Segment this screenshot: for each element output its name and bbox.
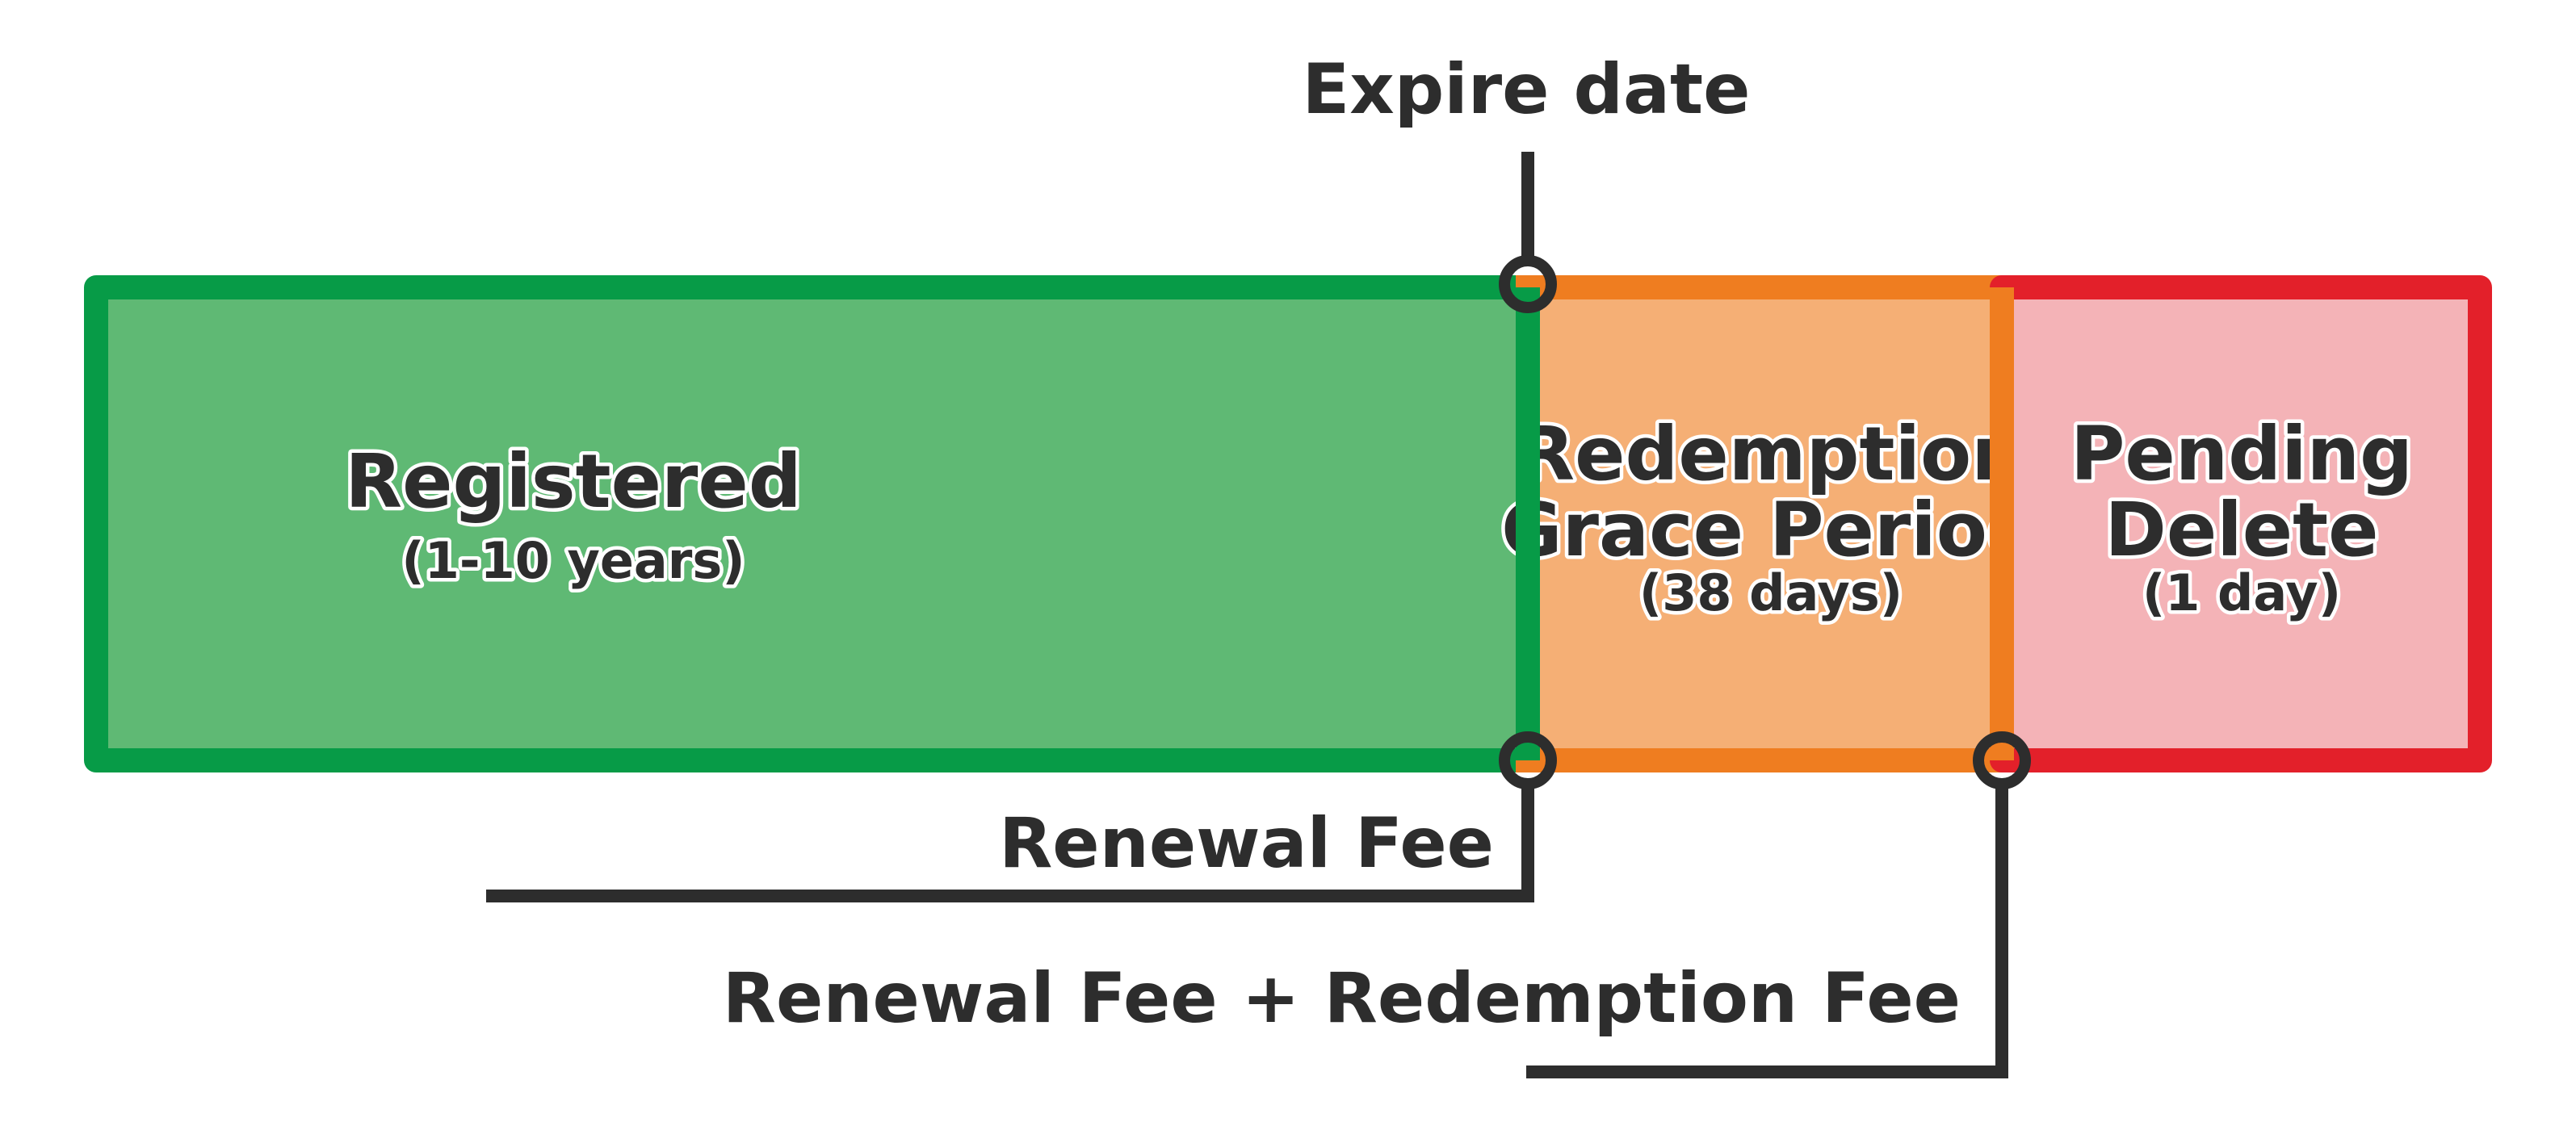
phase-registered-title: Registered xyxy=(345,438,801,525)
expire-date-marker: Expire date xyxy=(1303,49,1751,313)
renewal-plus-redemption-fee-connector xyxy=(1526,785,2008,1078)
renewal-fee-label: Renewal Fee xyxy=(999,803,1494,884)
phase-pending-title-line1: Pending xyxy=(2070,411,2413,497)
phase-pending-title-line2: Delete xyxy=(2104,487,2378,573)
phase-registered: Registered (1-10 years) xyxy=(84,275,1540,772)
renewal-plus-redemption-fee-marker: Renewal Fee + Redemption Fee xyxy=(723,731,2031,1078)
phase-registered-box xyxy=(84,275,1540,772)
phase-pending-box xyxy=(1990,275,2492,772)
renewal-plus-redemption-fee-dot xyxy=(1973,731,2031,789)
renewal-fee-connector xyxy=(486,785,1534,902)
phase-redemption-grace-period: Redemption Grace Period (38 days) xyxy=(1498,275,2044,772)
phase-redemption-title-line1: Redemption xyxy=(1517,411,2024,497)
renewal-plus-redemption-fee-label: Renewal Fee + Redemption Fee xyxy=(723,958,1961,1039)
phase-registered-duration: (1-10 years) xyxy=(401,531,745,590)
expire-date-label: Expire date xyxy=(1303,49,1751,130)
phase-redemption-duration: (38 days) xyxy=(1639,563,1903,622)
phase-pending-duration: (1 day) xyxy=(2142,563,2341,622)
phase-pending-delete: Pending Delete (1 day) xyxy=(1990,275,2492,772)
expire-date-dot xyxy=(1499,255,1557,313)
renewal-fee-marker: Renewal Fee xyxy=(486,731,1557,902)
renewal-fee-dot xyxy=(1499,731,1557,789)
phase-redemption-title-line2: Grace Period xyxy=(1501,487,2041,573)
